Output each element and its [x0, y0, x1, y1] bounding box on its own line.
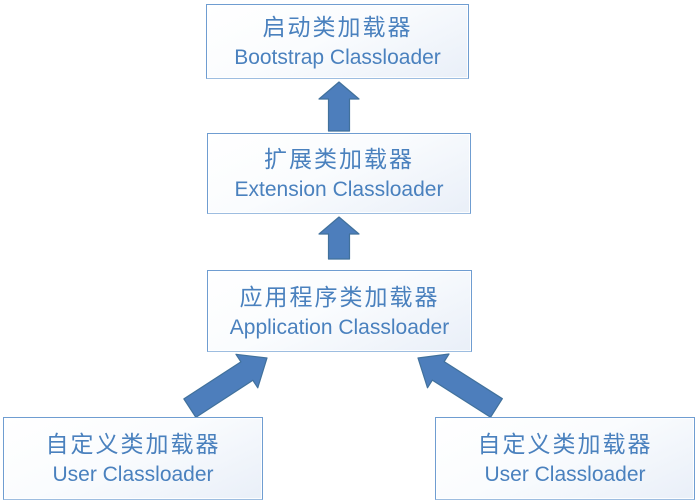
application-title-zh: 应用程序类加载器: [239, 283, 440, 310]
arrow-userleft-to-application: [183, 353, 268, 418]
bootstrap-title-zh: 启动类加载器: [262, 14, 413, 40]
user-right-title-zh: 自定义类加载器: [477, 431, 653, 457]
user-left-title-zh: 自定义类加载器: [45, 431, 221, 457]
box-extension-classloader: 扩展类加载器 Extension Classloader: [207, 133, 471, 214]
extension-title-en: Extension Classloader: [234, 178, 444, 201]
arrow-extension-to-bootstrap: [318, 81, 360, 132]
box-bootstrap-classloader: 启动类加载器 Bootstrap Classloader: [206, 4, 469, 79]
arrow-userright-to-application: [417, 353, 503, 418]
bootstrap-title-en: Bootstrap Classloader: [234, 46, 441, 69]
user-right-title-en: User Classloader: [484, 463, 646, 486]
box-user-classloader-left: 自定义类加载器 User Classloader: [3, 417, 263, 500]
box-application-classloader: 应用程序类加载器 Application Classloader: [207, 270, 472, 352]
box-user-classloader-right: 自定义类加载器 User Classloader: [435, 417, 695, 500]
arrow-application-to-extension: [318, 216, 360, 260]
extension-title-zh: 扩展类加载器: [264, 146, 414, 172]
application-title-en: Application Classloader: [229, 315, 450, 339]
user-left-title-en: User Classloader: [52, 463, 214, 486]
